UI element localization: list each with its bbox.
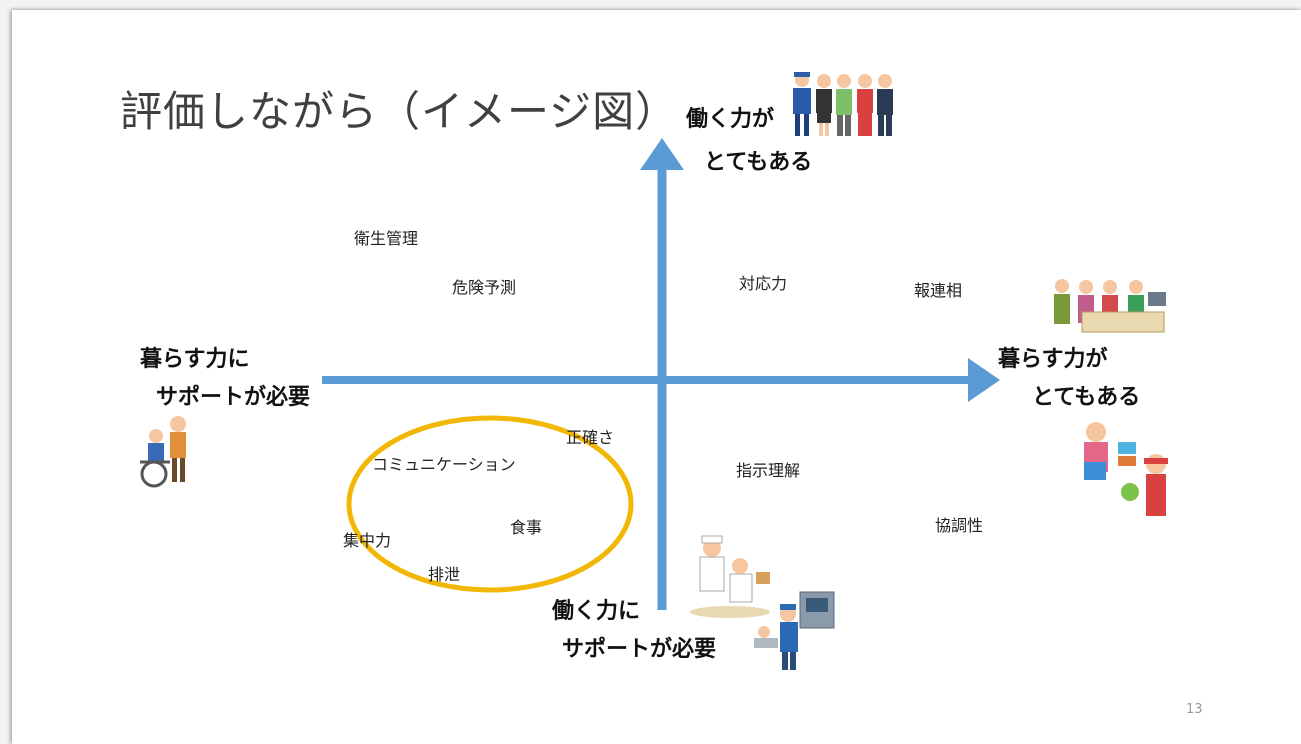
axis-top-line1: 働く力が (686, 107, 775, 132)
skill-kiken: 危険予測 (452, 278, 517, 297)
skill-kyouchou: 協調性 (935, 516, 984, 535)
highlight-ellipse (346, 415, 634, 593)
skill-shokuji: 食事 (510, 518, 543, 537)
skill-haisetsu: 排泄 (428, 565, 461, 584)
axis-left-line2: サポートが必要 (156, 385, 311, 410)
skill-hourensou: 報連相 (914, 281, 963, 300)
axis-top-line2: とてもある (704, 150, 813, 175)
wheelchair-care-icon (140, 416, 186, 488)
kitchen-workers-icon (690, 535, 770, 618)
skill-shiji: 指示理解 (736, 461, 801, 480)
axis-bottom-line1: 働く力に (552, 599, 641, 624)
shop-staff-icon (1054, 279, 1166, 333)
workers-group-icon (793, 72, 893, 136)
axis-right-line2: とてもある (1032, 385, 1141, 410)
skill-shuuchuu: 集中力 (343, 531, 392, 550)
factory-worker-icon (754, 591, 835, 670)
vertical-axis-arrow (640, 138, 684, 170)
housework-icon (1084, 422, 1168, 516)
page-number: 13 (1186, 702, 1203, 717)
slide-title: 評価しながら（イメージ図） (120, 87, 679, 136)
axis-right-line1: 暮らす力が (998, 347, 1108, 372)
horizontal-axis-arrow (968, 358, 1000, 402)
skill-seikaku: 正確さ (566, 428, 615, 447)
axis-bottom-line2: サポートが必要 (562, 637, 717, 662)
skill-taiou: 対応力 (739, 274, 788, 293)
skill-eisei: 衛生管理 (354, 229, 419, 248)
skill-comm: コミュニケーション (372, 455, 516, 474)
axis-left-line1: 暮らす力に (140, 347, 250, 372)
